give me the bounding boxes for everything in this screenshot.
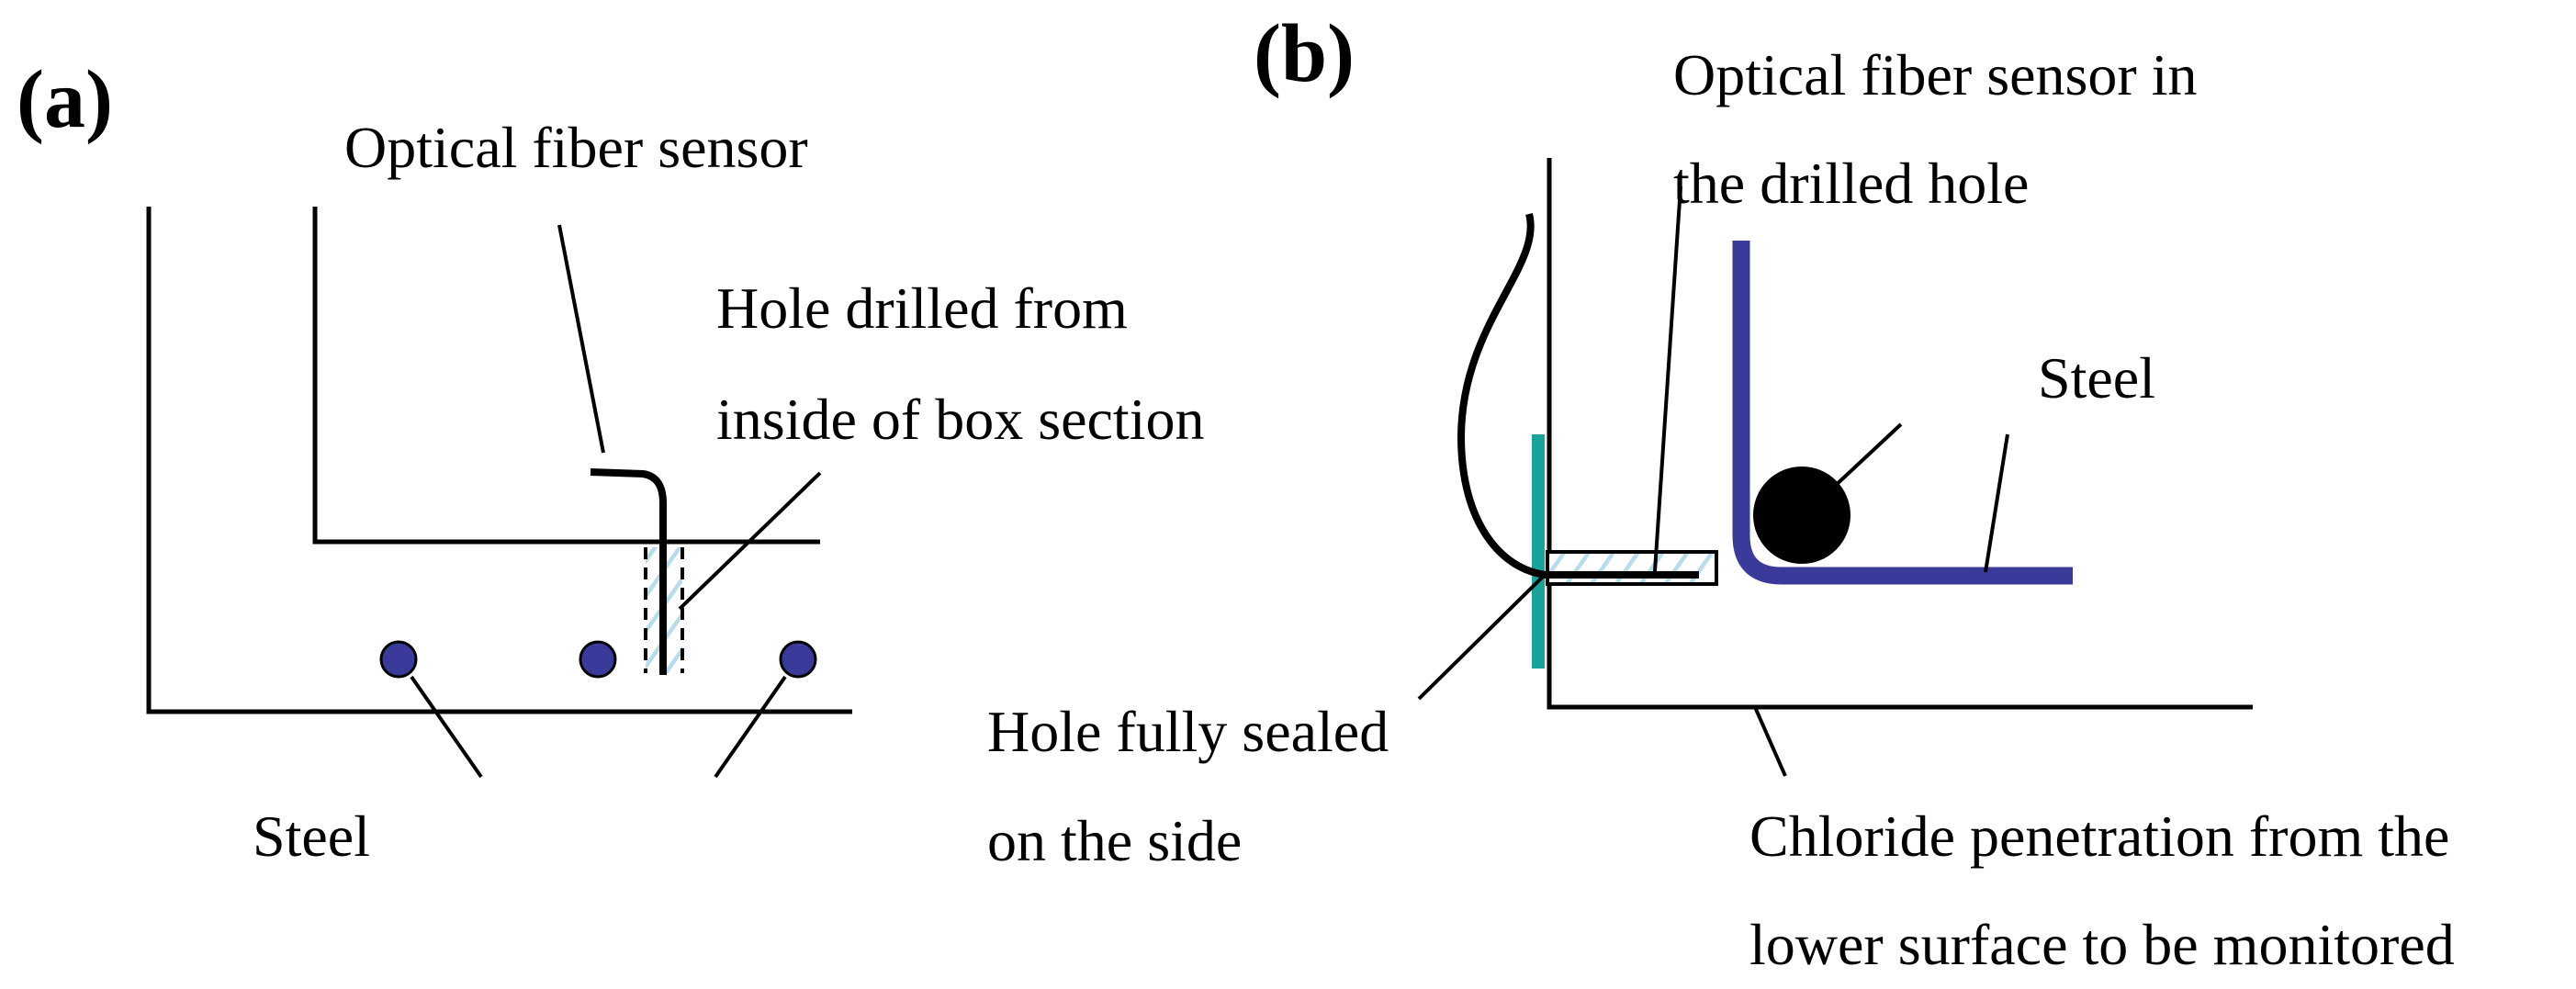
- leader-steel-a-left: [410, 675, 483, 779]
- label-chloride-line2: lower surface to be monitored: [1749, 912, 2455, 977]
- steel-bar-1: [379, 640, 418, 679]
- concrete-corner-outline: [1547, 158, 2253, 710]
- leader-chloride-b: [1753, 706, 1787, 777]
- leader-steel-b-round: [1830, 422, 1903, 490]
- leader-hole-a: [678, 471, 822, 611]
- label-hole-drilled-line1: Hole drilled from: [716, 275, 1128, 341]
- drilled-hole-b: [1546, 550, 1718, 586]
- label-sensor-in-hole-line1: Optical fiber sensor in: [1673, 42, 2198, 107]
- panel-b-tag: (b): [1254, 8, 1355, 99]
- label-steel-a: Steel: [253, 804, 370, 869]
- label-chloride-line1: Chloride penetration from the: [1749, 804, 2449, 869]
- panel-b: (b) Optical fiber sensor in the drilled …: [987, 8, 2455, 977]
- optical-fiber-sensor-b: [1457, 212, 1699, 579]
- label-hole-drilled-line2: inside of box section: [716, 387, 1204, 452]
- optical-fiber-sensor-a: [590, 468, 667, 675]
- panel-a-tag: (a): [17, 54, 113, 145]
- side-seal: [1532, 434, 1545, 669]
- label-hole-sealed-line1: Hole fully sealed: [987, 699, 1389, 764]
- panel-a: (a) Optical fiber sensor Hole drilled fr…: [17, 54, 1204, 869]
- leader-sealed-b: [1417, 573, 1547, 701]
- label-hole-sealed-line2: on the side: [987, 808, 1242, 873]
- inner-section-outline: [312, 207, 820, 545]
- steel-bar-round: [1753, 466, 1850, 564]
- label-sensor-in-hole-line2: the drilled hole: [1673, 151, 2029, 216]
- steel-bar-bent: [1732, 241, 2073, 585]
- leader-sensor-a: [557, 224, 605, 454]
- leader-steel-b-bar: [1984, 433, 2009, 573]
- leader-steel-a-right: [714, 675, 787, 779]
- outer-section-outline: [146, 207, 852, 714]
- label-optical-fiber-sensor: Optical fiber sensor: [344, 115, 808, 180]
- steel-bar-3: [779, 640, 817, 679]
- steel-bar-2: [579, 640, 617, 679]
- leader-sensor-b: [1653, 185, 1682, 572]
- label-steel-b: Steel: [2038, 345, 2155, 410]
